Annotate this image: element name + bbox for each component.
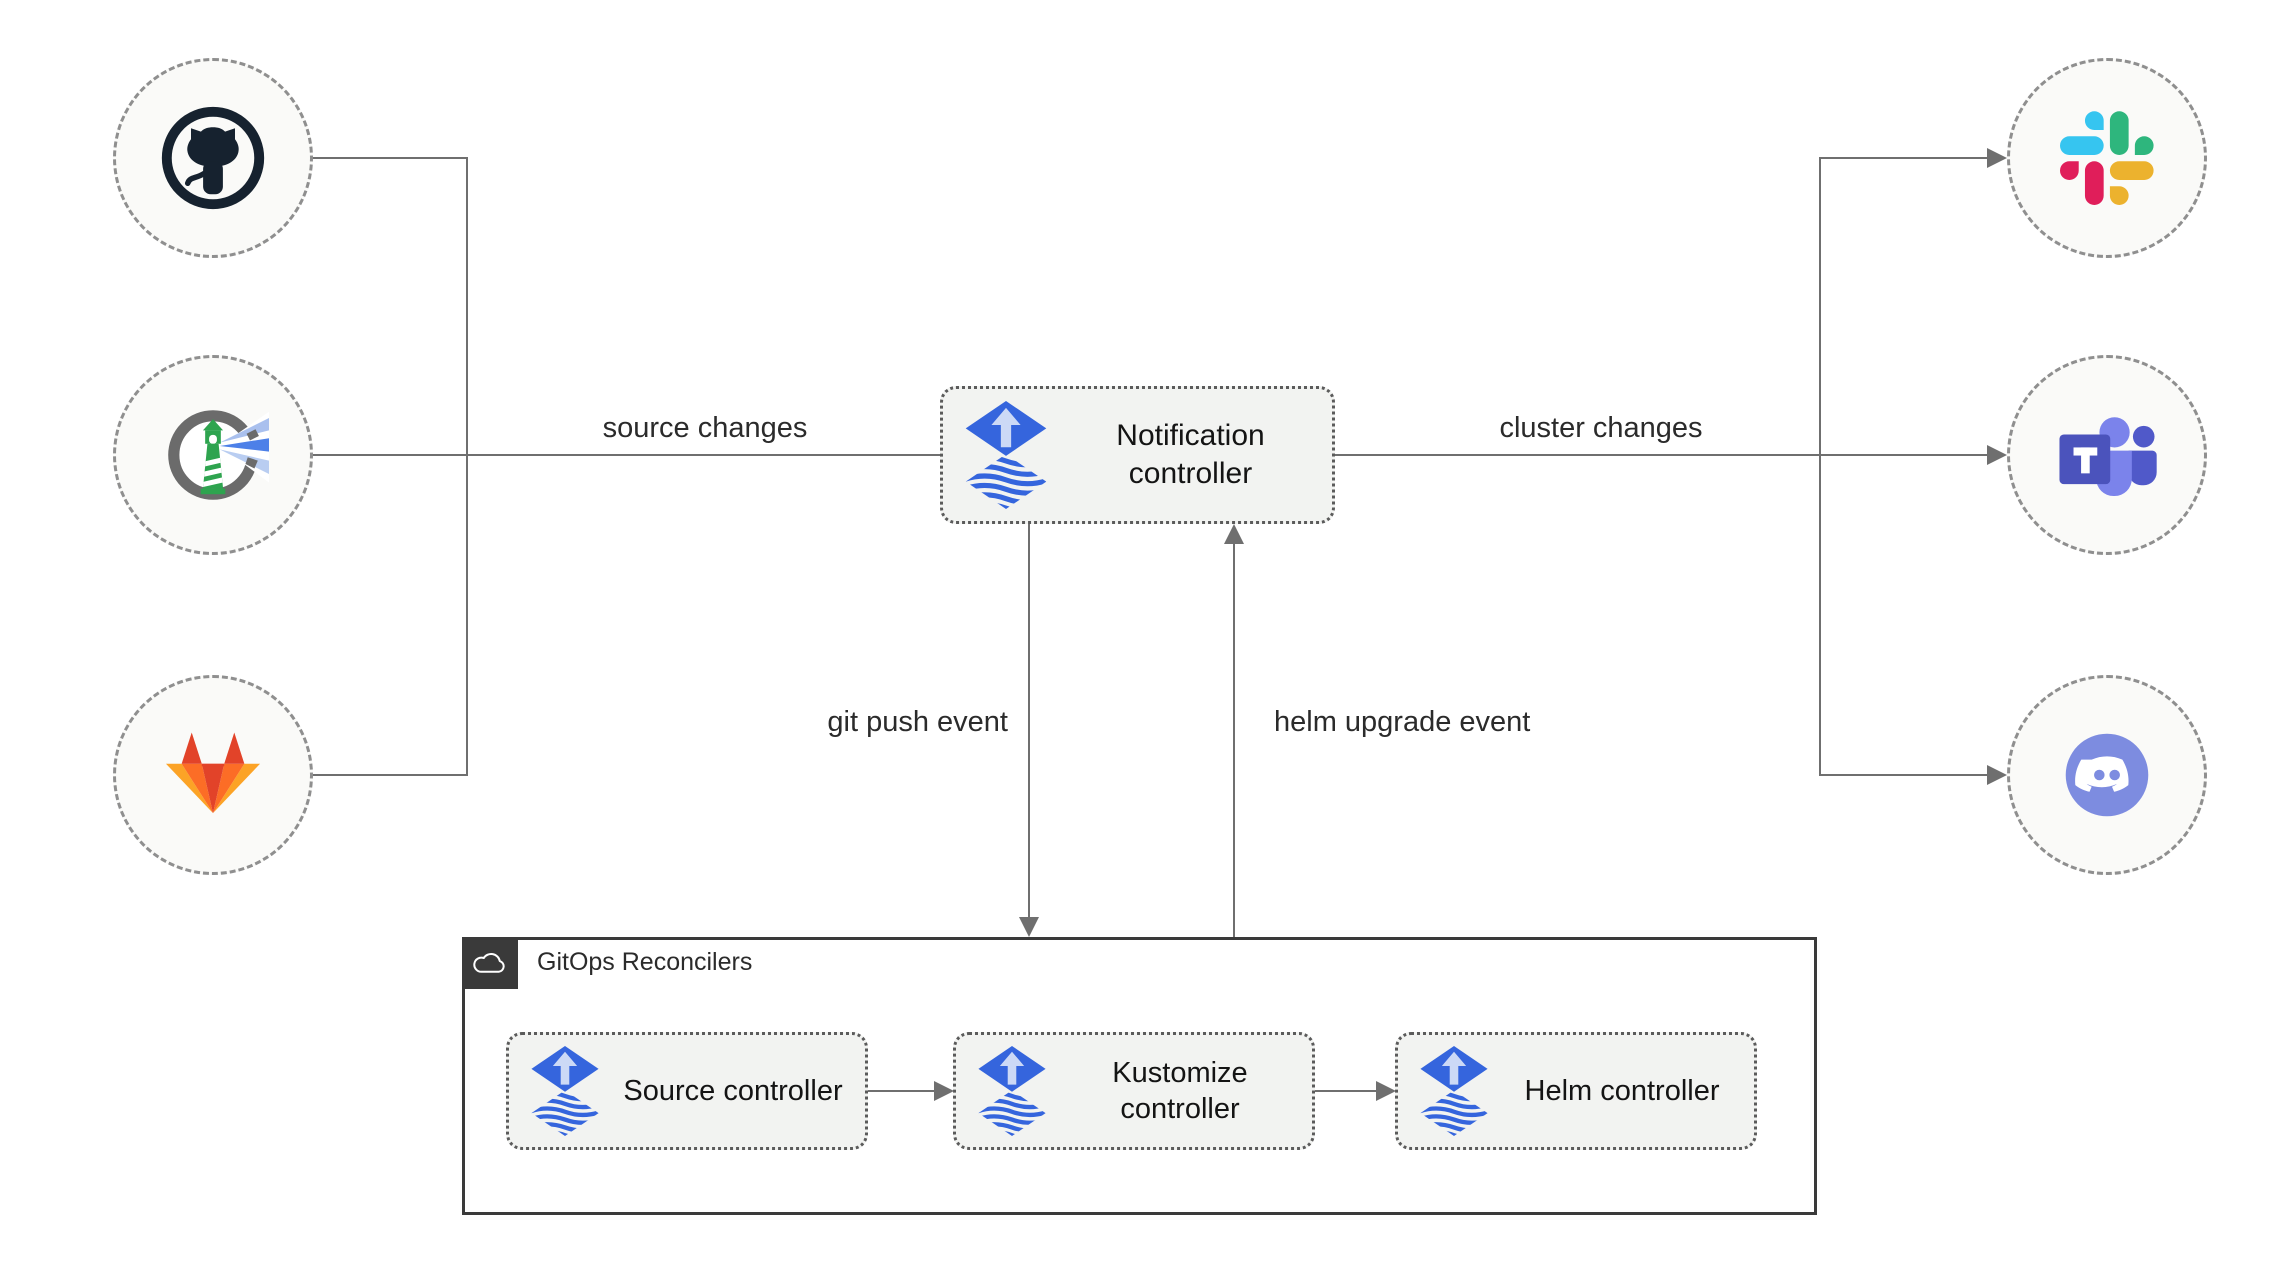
edge-branch-slack bbox=[1819, 157, 1987, 159]
arrowhead-helm bbox=[1376, 1081, 1396, 1101]
flux-icon bbox=[976, 1046, 1048, 1136]
edge-notification-to-teams bbox=[1335, 454, 1987, 456]
cloud-icon bbox=[473, 953, 505, 973]
edge-label-git-push-event: git push event bbox=[827, 706, 1008, 738]
edge-label-helm-upgrade-event: helm upgrade event bbox=[1274, 706, 1531, 738]
edge-right-junction-vertical bbox=[1819, 157, 1821, 776]
arrowhead-git-push bbox=[1019, 917, 1039, 937]
arrowhead-kustomize bbox=[934, 1081, 954, 1101]
edge-helm-upgrade bbox=[1233, 543, 1235, 937]
flux-icon bbox=[1418, 1046, 1490, 1136]
edge-branch-discord bbox=[1819, 774, 1987, 776]
gitops-reconcilers-container bbox=[462, 937, 1817, 1215]
arrowhead-discord bbox=[1987, 765, 2007, 785]
notification-controller-label: Notification controller bbox=[1116, 419, 1265, 490]
edge-github-junction bbox=[313, 157, 467, 159]
gitops-reconcilers-badge bbox=[462, 937, 518, 989]
kustomize-controller-label: Kustomize controller bbox=[1112, 1057, 1248, 1125]
source-controller-box: Source controller bbox=[506, 1032, 868, 1150]
slack-icon bbox=[2060, 111, 2154, 205]
gitops-reconcilers-title: GitOps Reconcilers bbox=[537, 948, 753, 976]
edge-source-to-kustomize bbox=[868, 1090, 934, 1092]
source-controller-label: Source controller bbox=[623, 1075, 843, 1107]
flux-icon bbox=[963, 401, 1049, 509]
node-github bbox=[113, 58, 313, 258]
edge-left-junction-vertical bbox=[466, 157, 468, 776]
gitlab-icon bbox=[165, 732, 261, 814]
github-icon bbox=[161, 106, 265, 210]
discord-icon bbox=[2065, 733, 2149, 817]
node-slack bbox=[2007, 58, 2207, 258]
node-harbor bbox=[113, 355, 313, 555]
edge-label-cluster-changes: cluster changes bbox=[1499, 412, 1703, 444]
edge-label-source-changes: source changes bbox=[602, 412, 808, 444]
microsoft-teams-icon bbox=[2059, 417, 2157, 497]
edge-sources-to-notification bbox=[313, 454, 940, 456]
arrowhead-slack bbox=[1987, 148, 2007, 168]
harbor-icon bbox=[168, 410, 269, 500]
edge-gitlab-junction bbox=[313, 774, 467, 776]
arrowhead-teams bbox=[1987, 445, 2007, 465]
node-gitlab bbox=[113, 675, 313, 875]
arrowhead-helm-upgrade bbox=[1224, 524, 1244, 544]
edge-kustomize-to-helm bbox=[1315, 1090, 1376, 1092]
helm-controller-label: Helm controller bbox=[1524, 1075, 1720, 1107]
node-discord bbox=[2007, 675, 2207, 875]
helm-controller-box: Helm controller bbox=[1395, 1032, 1757, 1150]
flux-icon bbox=[529, 1046, 601, 1136]
edge-git-push bbox=[1028, 524, 1030, 918]
notification-controller-box: Notification controller bbox=[940, 386, 1335, 524]
kustomize-controller-box: Kustomize controller bbox=[953, 1032, 1315, 1150]
node-microsoft-teams bbox=[2007, 355, 2207, 555]
